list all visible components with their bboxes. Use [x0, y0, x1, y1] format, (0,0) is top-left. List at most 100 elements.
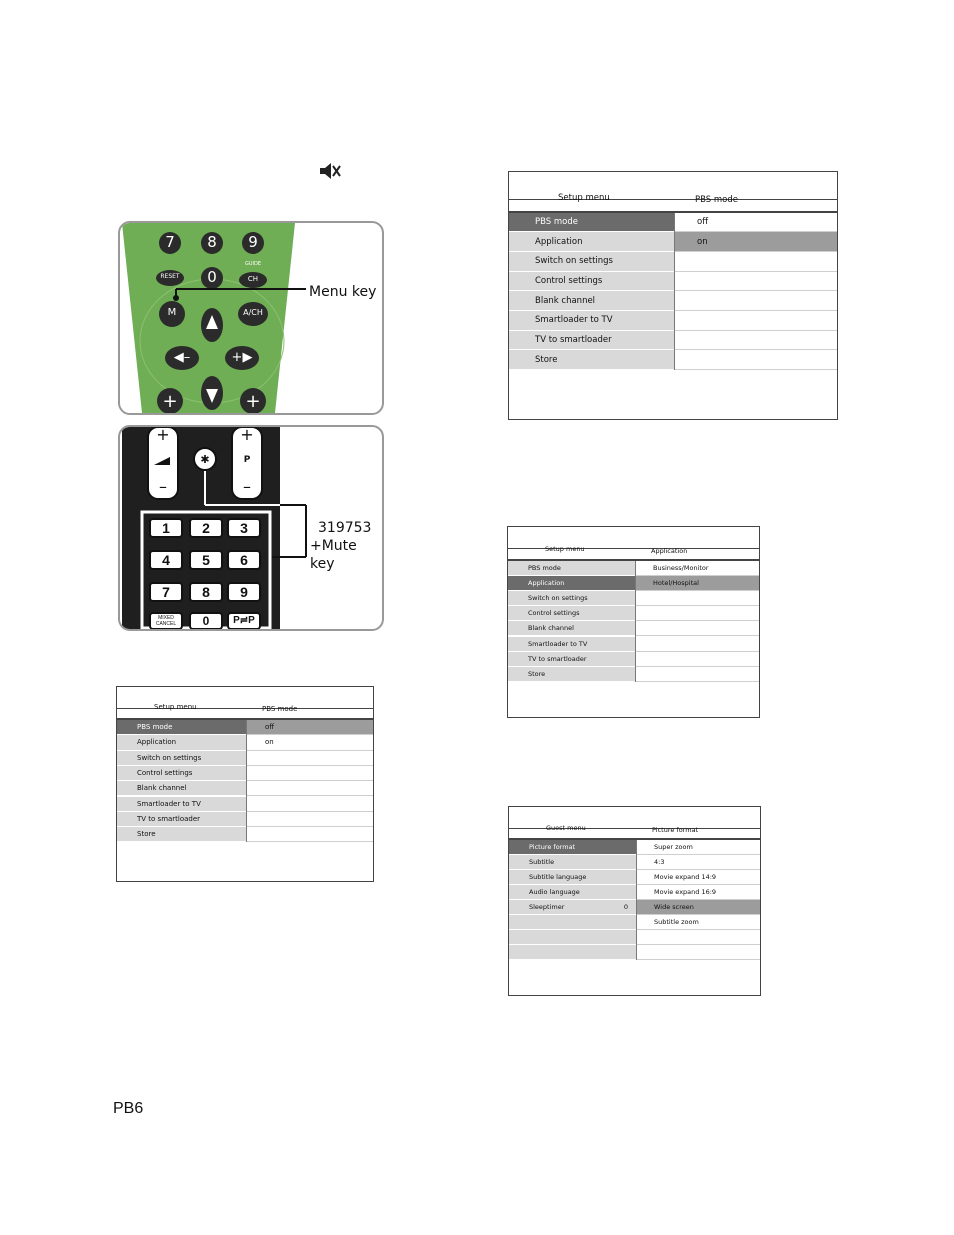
menu-item[interactable]: Store	[509, 350, 674, 371]
option-item[interactable]	[636, 606, 759, 622]
menu-row[interactable]: Control settings	[117, 765, 373, 782]
option-item[interactable]	[675, 311, 837, 331]
menu-row[interactable]: Blank channel	[117, 781, 373, 797]
menu-item[interactable]: Switch on settings	[508, 590, 635, 607]
menu-item[interactable]: Application	[508, 575, 635, 591]
menu-item[interactable]: Smartloader to TV	[508, 636, 635, 652]
menu-row[interactable]: Store	[509, 350, 837, 371]
menu-item[interactable]: Subtitle language	[509, 869, 636, 885]
option-item[interactable]	[675, 251, 837, 272]
menu-row[interactable]: Blank channel	[508, 621, 759, 637]
option-item[interactable]	[636, 651, 759, 667]
menu-row[interactable]: Switch on settings	[509, 251, 837, 272]
menu-item[interactable]: Switch on settings	[117, 750, 246, 766]
menu-row[interactable]: TV to smartloader	[117, 811, 373, 828]
menu-item[interactable]: Switch on settings	[509, 251, 674, 272]
option-item[interactable]	[247, 811, 373, 828]
menu-item[interactable]: TV to smartloader	[509, 330, 674, 351]
menu-item[interactable]: TV to smartloader	[117, 811, 246, 828]
menu-row[interactable]: Switch on settings	[117, 750, 373, 766]
menu-item[interactable]	[509, 929, 636, 945]
menu-row[interactable]: Smartloader to TV	[509, 311, 837, 331]
menu-row[interactable]: Control settings	[508, 606, 759, 622]
menu-item[interactable]: TV to smartloader	[508, 651, 635, 667]
menu-item[interactable]: Smartloader to TV	[117, 796, 246, 812]
menu-row[interactable]: Subtitle zoom	[509, 914, 760, 930]
option-item[interactable]	[247, 781, 373, 797]
menu-row[interactable]: Control settings	[509, 271, 837, 292]
option-item[interactable]: off	[675, 212, 837, 233]
option-item[interactable]	[675, 350, 837, 371]
menu-item[interactable]	[509, 914, 636, 930]
option-item[interactable]	[637, 944, 760, 960]
option-item[interactable]	[636, 636, 759, 652]
option-item[interactable]: Super zoom	[637, 839, 760, 855]
menu-row[interactable]	[509, 929, 760, 945]
option-item[interactable]	[675, 330, 837, 351]
menu-item[interactable]: PBS mode	[117, 720, 246, 736]
menu-item[interactable]: Blank channel	[117, 781, 246, 797]
option-item[interactable]: Hotel/Hospital	[636, 575, 759, 591]
menu-item-label: Switch on settings	[137, 753, 202, 762]
option-item[interactable]	[675, 271, 837, 292]
menu-item[interactable]: Blank channel	[509, 291, 674, 311]
menu-row[interactable]: Blank channel	[509, 291, 837, 311]
option-item[interactable]	[636, 621, 759, 637]
menu-item[interactable]: PBS mode	[509, 212, 674, 233]
menu-item[interactable]: PBS mode	[508, 560, 635, 576]
option-item[interactable]	[675, 291, 837, 311]
option-item[interactable]	[247, 827, 373, 843]
menu-row[interactable]: Store	[117, 827, 373, 843]
menu-item[interactable]: Control settings	[508, 606, 635, 622]
option-item[interactable]: Subtitle zoom	[637, 914, 760, 930]
menu-row[interactable]: Store	[508, 666, 759, 683]
menu-row[interactable]: TV to smartloader	[509, 330, 837, 351]
menu-item[interactable]: Store	[508, 666, 635, 683]
menu-row[interactable]: Switch on settings	[508, 590, 759, 607]
menu-item[interactable]: Subtitle	[509, 854, 636, 870]
menu-item[interactable]: Audio language	[509, 884, 636, 900]
menu-row[interactable]: TV to smartloader	[508, 651, 759, 667]
option-item[interactable]	[637, 929, 760, 945]
option-item[interactable]: on	[247, 735, 373, 751]
option-item[interactable]: Movie expand 16:9	[637, 884, 760, 900]
option-item[interactable]: 4:3	[637, 854, 760, 870]
option-item[interactable]: Movie expand 14:9	[637, 869, 760, 885]
option-item[interactable]: Wide screen	[637, 899, 760, 915]
option-item[interactable]: Business/Monitor	[636, 560, 759, 576]
menu-item[interactable]	[509, 944, 636, 960]
menu-item[interactable]: Control settings	[117, 765, 246, 782]
option-item[interactable]: off	[247, 720, 373, 736]
option-item[interactable]	[636, 590, 759, 607]
svg-text:+: +	[245, 391, 260, 412]
menu-item[interactable]: Application	[117, 735, 246, 751]
option-item[interactable]	[636, 666, 759, 683]
menu-item[interactable]: Blank channel	[508, 621, 635, 637]
option-item[interactable]	[247, 796, 373, 812]
menu-item[interactable]: Smartloader to TV	[509, 311, 674, 331]
menu-item[interactable]: Control settings	[509, 271, 674, 292]
minus-key: ◀–	[173, 350, 191, 365]
menu-item[interactable]: Picture format	[509, 839, 636, 855]
menu-row[interactable]: Smartloader to TV	[508, 636, 759, 652]
menu-row[interactable]	[509, 944, 760, 960]
option-item[interactable]	[247, 765, 373, 782]
menu-item[interactable]: Application	[509, 232, 674, 252]
option-item[interactable]: on	[675, 232, 837, 252]
menu-item[interactable]: Store	[117, 827, 246, 843]
option-item[interactable]	[247, 750, 373, 766]
menu-row[interactable]: Smartloader to TV	[117, 796, 373, 812]
